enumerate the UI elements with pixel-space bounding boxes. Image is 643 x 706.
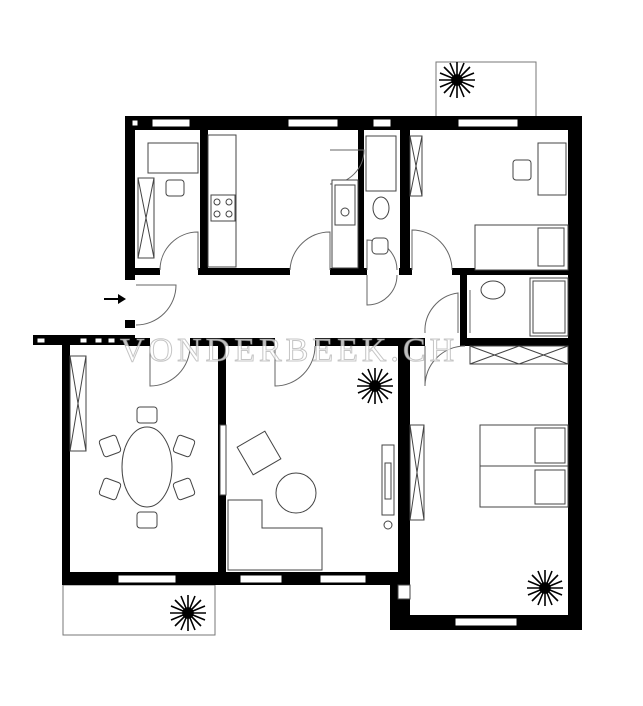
dining-table [121, 426, 173, 508]
coffee-table [275, 472, 317, 514]
furniture [69, 134, 569, 600]
shower [529, 277, 569, 337]
desk [537, 142, 567, 196]
plant-icon [170, 595, 206, 631]
door-swings [135, 149, 471, 387]
entrance-arrow-icon [104, 294, 126, 304]
armchair [236, 430, 282, 476]
chair [165, 179, 185, 197]
storage-shelf [147, 142, 199, 174]
sink [334, 184, 356, 226]
chair [512, 159, 532, 181]
door-openings [125, 266, 460, 348]
plants [170, 62, 563, 631]
bath-sink [480, 280, 506, 300]
radiator [219, 424, 227, 496]
sofa [227, 499, 323, 571]
washbasin [371, 237, 389, 255]
toilet [372, 196, 390, 220]
plant-icon [357, 368, 393, 404]
wardrobe [469, 345, 569, 365]
plant-icon [439, 62, 475, 98]
plant-icon [527, 570, 563, 606]
stove [210, 194, 236, 222]
watermark: VONDERBEEK.CH [119, 332, 459, 370]
balcony-top [435, 61, 537, 118]
windows [36, 118, 519, 627]
